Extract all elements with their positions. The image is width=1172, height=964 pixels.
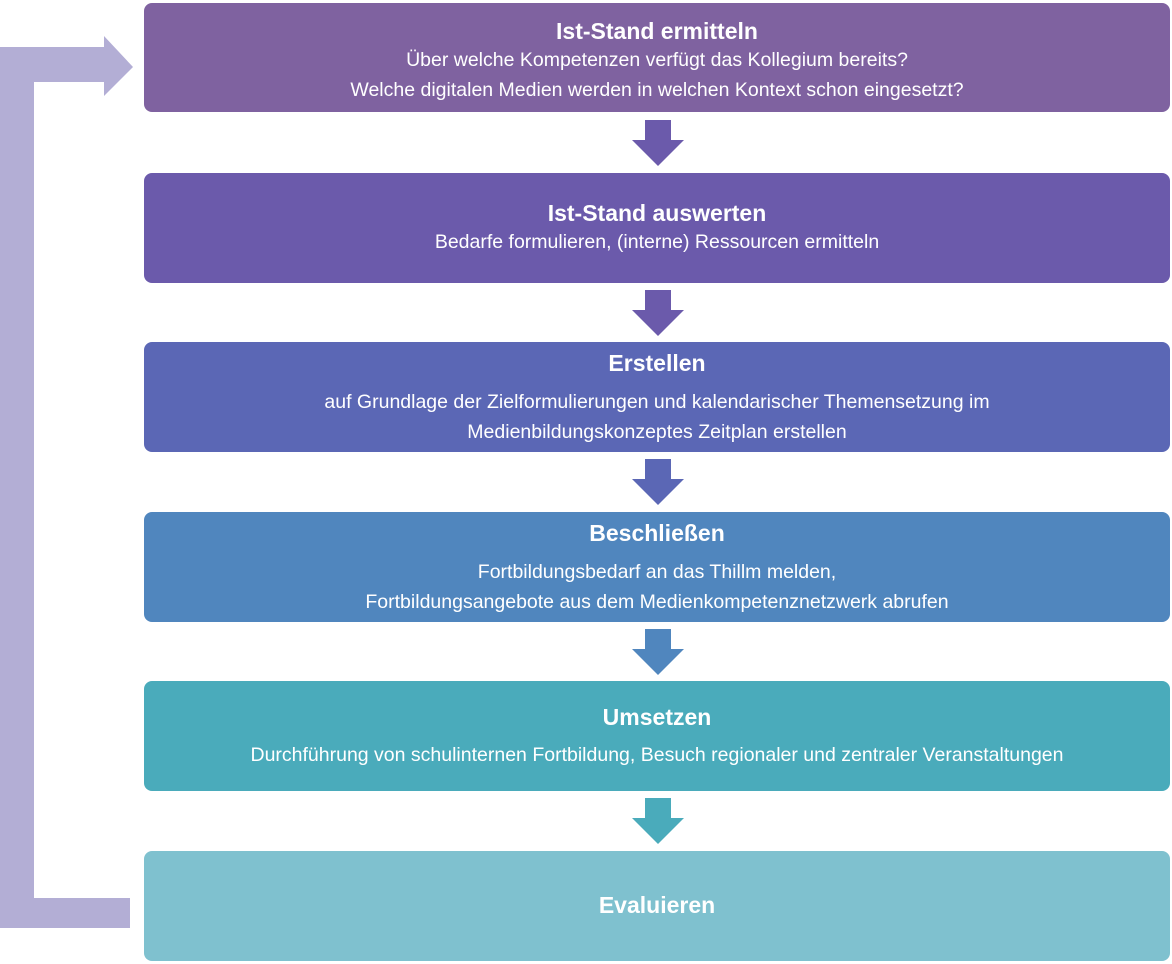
step-title: Erstellen: [608, 350, 706, 376]
step-description-line: auf Grundlage der Zielformulierungen und…: [324, 391, 990, 413]
step-evaluieren: Evaluieren: [144, 851, 1170, 961]
down-arrow-icon: [632, 290, 684, 336]
step-description-line: Fortbildungsbedarf an das Thillm melden,: [477, 561, 837, 583]
step-title: Evaluieren: [598, 892, 716, 918]
down-arrow-icon: [632, 798, 684, 844]
step-description-line: Bedarfe formulieren, (interne) Ressource…: [434, 231, 880, 253]
step-description-line: Fortbildungsangebote aus dem Medienkompe…: [365, 591, 949, 613]
down-arrow-icon: [632, 459, 684, 505]
step-beschliessen: Beschließen Fortbildungsbedarf an das Th…: [144, 512, 1170, 622]
step-title: Ist-Stand ermitteln: [556, 18, 758, 44]
step-title: Ist-Stand auswerten: [547, 200, 767, 226]
down-arrow-icon: [632, 629, 684, 675]
step-umsetzen: Umsetzen Durchführung von schulinternen …: [144, 681, 1170, 791]
down-arrow-icon: [632, 120, 684, 166]
step-description-line: Welche digitalen Medien werden in welche…: [350, 79, 964, 101]
step-description-line: Über welche Kompetenzen verfügt das Koll…: [406, 49, 908, 71]
step-title: Umsetzen: [602, 704, 712, 730]
step-title: Beschließen: [589, 520, 725, 546]
loop-arrow-shape: [0, 36, 133, 928]
step-erstellen: Erstellen auf Grundlage der Zielformulie…: [144, 342, 1170, 452]
step-description-line: Medienbildungskonzeptes Zeitplan erstell…: [467, 421, 847, 443]
step-description-line: Durchführung von schulinternen Fortbildu…: [250, 744, 1064, 766]
step-ist-stand-auswerten: Ist-Stand auswerten Bedarfe formulieren,…: [144, 173, 1170, 283]
feedback-loop-arrow: [0, 36, 133, 928]
step-ist-stand-ermitteln: Ist-Stand ermitteln Über welche Kompeten…: [144, 3, 1170, 112]
